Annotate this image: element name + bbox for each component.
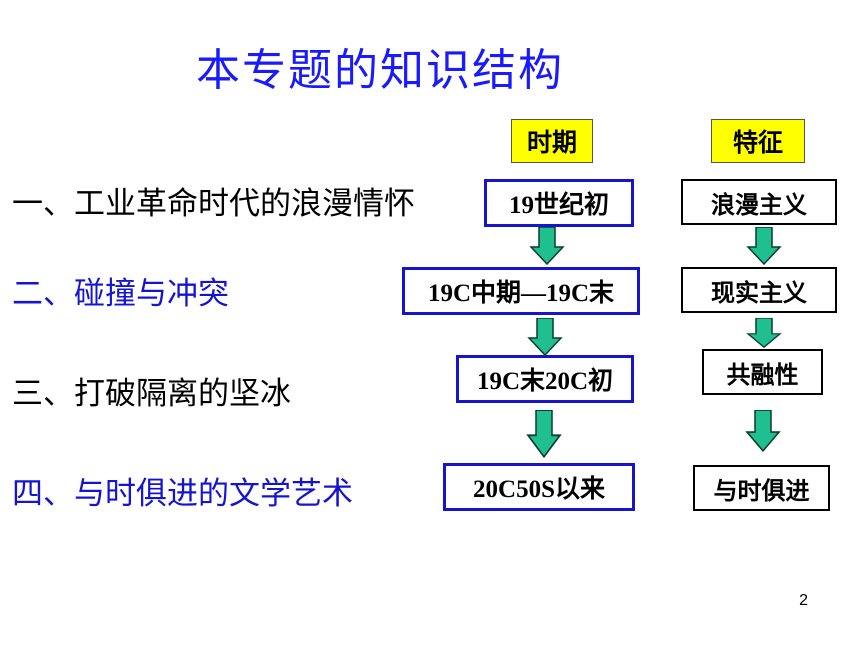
header-period: 时期 [511, 119, 593, 163]
topic-4: 四、与时俱进的文学艺术 [12, 476, 353, 512]
period-box-1: 19世纪初 [484, 179, 634, 227]
page-number: 2 [799, 592, 808, 609]
topic-1: 一、工业革命时代的浪漫情怀 [12, 186, 415, 222]
page-title: 本专题的知识结构 [196, 45, 564, 96]
down-arrow-icon [746, 318, 782, 348]
feature-box-2: 现实主义 [681, 267, 837, 313]
down-arrow-icon [526, 410, 562, 458]
feature-box-3: 共融性 [702, 349, 823, 395]
period-box-4: 20C50S以来 [443, 463, 635, 511]
feature-box-4: 与时俱进 [693, 465, 830, 511]
down-arrow-icon [529, 227, 565, 265]
down-arrow-icon [746, 227, 782, 265]
topic-2: 二、碰撞与冲突 [12, 276, 229, 312]
down-arrow-icon [527, 318, 563, 356]
feature-box-1: 浪漫主义 [681, 179, 837, 225]
down-arrow-icon [745, 410, 781, 452]
period-box-2: 19C中期—19C末 [402, 267, 640, 315]
topic-3: 三、打破隔离的坚冰 [12, 376, 291, 412]
period-box-3: 19C末20C初 [456, 355, 634, 403]
header-feature: 特征 [711, 119, 805, 163]
